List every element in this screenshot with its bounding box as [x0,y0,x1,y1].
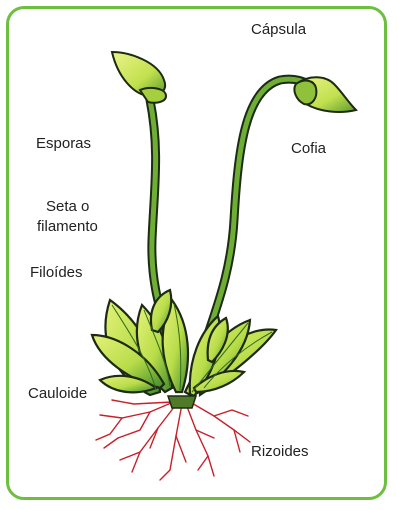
cauloide-base [168,396,196,408]
label-cauloide: Cauloide [28,384,87,403]
label-seta-line2: filamento [37,217,98,236]
label-cofia: Cofia [291,139,326,158]
label-esporas: Esporas [36,134,91,153]
leaves [92,290,276,396]
cofia-shape [294,81,316,105]
label-filoides: Filoídes [30,263,83,282]
rhizoids [96,400,250,480]
label-seta-line1: Seta o [46,197,89,216]
label-capsula: Cápsula [251,20,306,39]
left-capsule [112,52,166,103]
label-rizoides: Rizoides [251,442,309,461]
right-capsule [294,77,356,112]
